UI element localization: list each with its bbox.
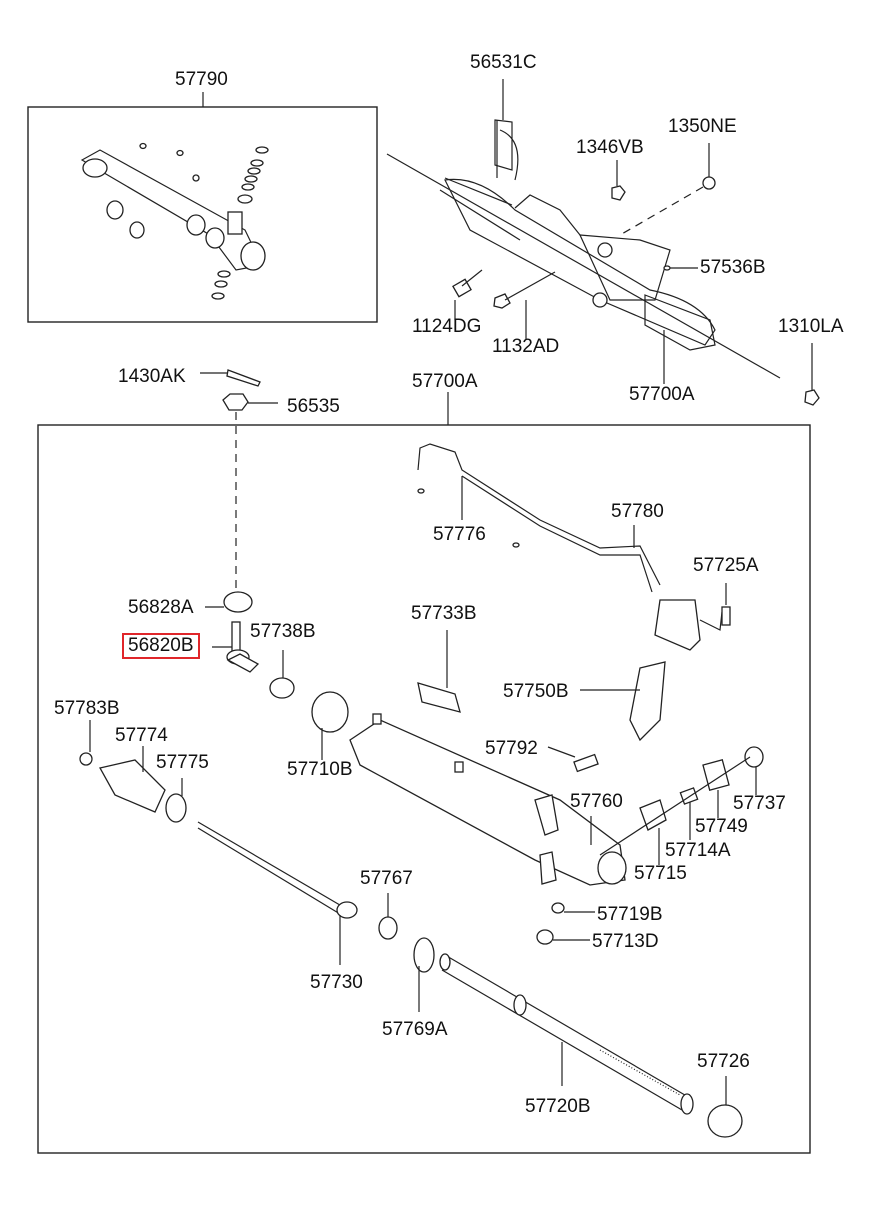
part-label-57725A[interactable]: 57725A — [693, 555, 759, 576]
part-label-57775[interactable]: 57775 — [156, 752, 209, 773]
tie-rod-end-56820B — [226, 621, 260, 673]
part-label-57776[interactable]: 57776 — [433, 524, 486, 545]
bolt-1124DG — [452, 269, 483, 298]
bushing-57726 — [707, 1104, 743, 1138]
part-label-57720B[interactable]: 57720B — [525, 1096, 591, 1117]
part-label-57714A[interactable]: 57714A — [665, 840, 731, 861]
snap-ring-57769A — [413, 937, 435, 973]
part-label-57760[interactable]: 57760 — [570, 791, 623, 812]
part-label-57730[interactable]: 57730 — [310, 972, 363, 993]
leader-57725A — [699, 611, 723, 631]
valve-body-57725A — [654, 599, 701, 651]
bushing-57738B — [269, 677, 295, 699]
bushing-56828A — [223, 591, 253, 613]
part-label-56828A[interactable]: 56828A — [128, 597, 194, 618]
part-label-57733B[interactable]: 57733B — [411, 603, 477, 624]
part-label-57790[interactable]: 57790 — [175, 69, 228, 90]
boot-57774 — [99, 759, 166, 813]
pinion-57750B — [629, 661, 666, 742]
part-label-57749[interactable]: 57749 — [695, 816, 748, 837]
clamp-57775 — [165, 793, 187, 823]
part-label-1124DG[interactable]: 1124DG — [412, 316, 482, 337]
part-label-57715[interactable]: 57715 — [634, 863, 687, 884]
part-label-57737[interactable]: 57737 — [733, 793, 786, 814]
oring-57536B — [663, 265, 671, 271]
plug-57713D — [536, 929, 554, 945]
clamp-57783B — [79, 752, 93, 766]
part-label-57726[interactable]: 57726 — [697, 1051, 750, 1072]
leader-57792 — [547, 746, 576, 758]
part-label-1430AK[interactable]: 1430AK — [118, 366, 186, 387]
tube-57780 — [461, 475, 653, 593]
cotter-pin-1430AK — [226, 369, 261, 387]
part-label-57710B[interactable]: 57710B — [287, 759, 353, 780]
assembly-57700A-frame — [37, 424, 811, 1154]
part-label-57719B[interactable]: 57719B — [597, 904, 663, 925]
spring-57714A — [679, 787, 699, 805]
part-label-57774[interactable]: 57774 — [115, 725, 168, 746]
part-label-1346VB[interactable]: 1346VB — [576, 137, 644, 158]
nut-1346VB — [611, 185, 626, 201]
part-label-57780[interactable]: 57780 — [611, 501, 664, 522]
part-label-57738B[interactable]: 57738B — [250, 621, 316, 642]
part-label-56820B-highlighted[interactable]: 56820B — [122, 633, 200, 659]
pin-57792 — [573, 753, 599, 773]
gear-housing-drawing — [349, 713, 627, 886]
yoke-57715 — [639, 799, 667, 831]
washer-1350NE — [702, 176, 716, 190]
part-label-1132AD[interactable]: 1132AD — [492, 336, 560, 357]
tube-57776 — [417, 443, 661, 586]
rack-bar-57720B — [439, 953, 694, 1115]
seal-57767 — [378, 916, 398, 940]
part-label-57536B[interactable]: 57536B — [700, 257, 766, 278]
bolt-1132AD — [493, 271, 556, 309]
part-label-1350NE[interactable]: 1350NE — [668, 116, 737, 137]
housing-57790-drawing — [80, 142, 269, 300]
part-label-57783B[interactable]: 57783B — [54, 698, 120, 719]
part-label-57750B[interactable]: 57750B — [503, 681, 569, 702]
nut-1310LA — [804, 389, 820, 406]
bushing-57710B — [311, 691, 349, 733]
dash-1350NE — [619, 186, 704, 236]
part-label-57700A-top[interactable]: 57700A — [629, 384, 695, 405]
part-label-56531C[interactable]: 56531C — [470, 52, 537, 73]
kit-57790-frame — [27, 106, 378, 323]
cap-57737 — [744, 746, 764, 768]
part-label-57769A[interactable]: 57769A — [382, 1019, 448, 1040]
rack-assembly-drawing — [386, 119, 781, 379]
nut-56535 — [222, 393, 249, 411]
part-label-57792[interactable]: 57792 — [485, 738, 538, 759]
pad-57733B — [417, 682, 461, 713]
part-label-57767[interactable]: 57767 — [360, 868, 413, 889]
nut-57719B — [551, 902, 565, 914]
part-label-57713D[interactable]: 57713D — [592, 931, 659, 952]
part-label-57700A-box[interactable]: 57700A — [412, 371, 478, 392]
part-label-56535[interactable]: 56535 — [287, 396, 340, 417]
part-label-1310LA[interactable]: 1310LA — [778, 316, 844, 337]
inner-tie-rod-57730 — [197, 821, 346, 909]
